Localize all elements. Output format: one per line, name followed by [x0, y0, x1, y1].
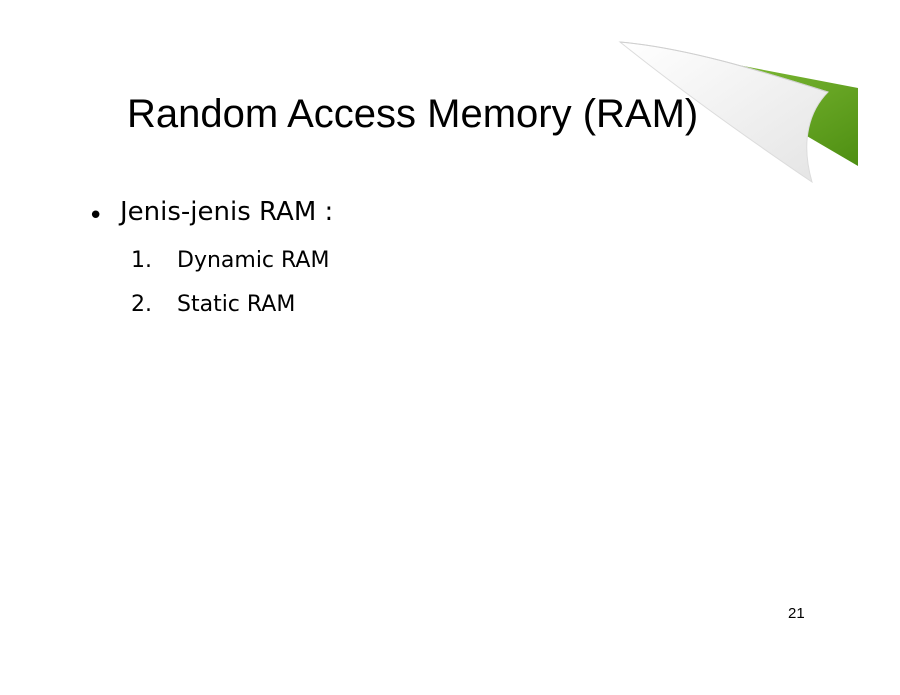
bullet-text: Jenis-jenis RAM : — [120, 197, 334, 227]
list-label: Static RAM — [177, 292, 296, 317]
page-curl-icon — [618, 41, 858, 184]
list-number: 1. — [131, 248, 152, 273]
list-label: Dynamic RAM — [177, 248, 330, 273]
bullet-icon: • — [88, 201, 104, 231]
list-number: 2. — [131, 292, 152, 317]
slide-title: Random Access Memory (RAM) — [127, 92, 699, 136]
page-number: 21 — [788, 605, 805, 622]
